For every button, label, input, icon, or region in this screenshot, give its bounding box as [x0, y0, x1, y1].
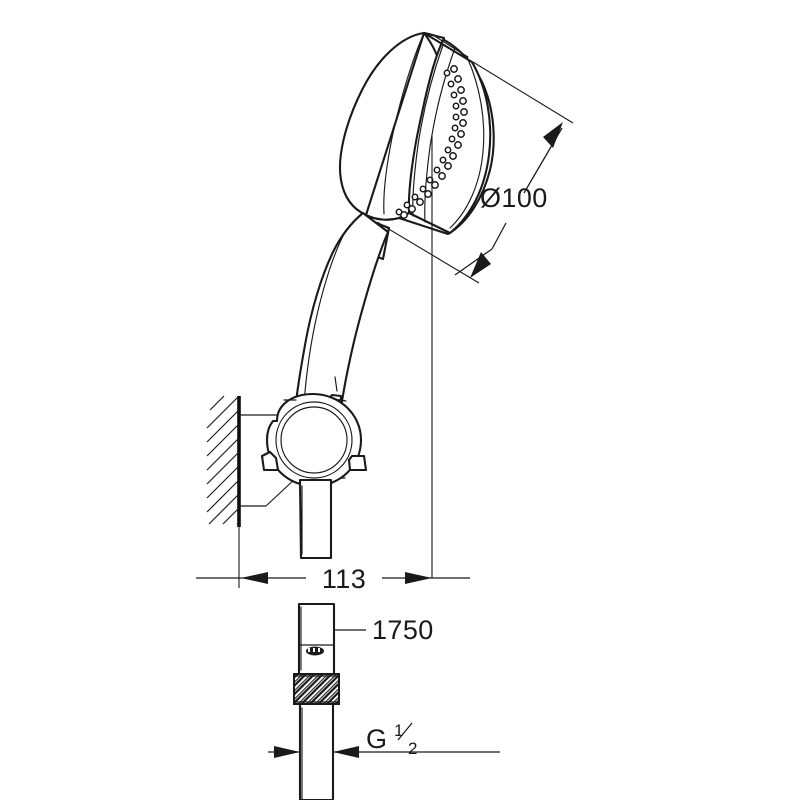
diam-arrow-top	[543, 122, 563, 148]
dim113-arrow-left	[241, 572, 268, 584]
thread-label-denominator: 2	[408, 739, 417, 758]
dimension-thread-size: G 1 2	[268, 712, 500, 762]
face-rim-line-d	[449, 56, 485, 229]
bracket-arm-bottom	[238, 477, 297, 507]
spray-nozzle-ring	[395, 65, 468, 219]
holder-ring-inner	[275, 401, 353, 479]
knurled-nut-body	[293, 673, 340, 705]
diam-dimension-label: Ø100	[480, 183, 548, 213]
holder-top-notch-right	[333, 398, 347, 402]
wall-bracket	[238, 392, 368, 507]
handle-seam-mark	[334, 376, 338, 392]
face-rim-line-a	[435, 36, 469, 58]
holder-lug-right	[347, 454, 368, 472]
thread-label-prefix: G	[366, 724, 387, 754]
thread-label-group: G 1 2	[366, 721, 417, 758]
shower-head-profile-line	[383, 32, 425, 215]
shower-hose	[293, 602, 340, 800]
hose-stub-body	[298, 478, 333, 560]
diam-dim-line-lower	[454, 248, 493, 276]
diam-ext-line-top	[472, 61, 574, 124]
thread-arrow-right	[333, 746, 359, 758]
thread-label-numerator: 1	[394, 721, 403, 740]
dimension-hose-length: 1750	[334, 615, 434, 645]
diam-dim-line-mid	[491, 222, 507, 250]
shower-handle	[293, 211, 390, 417]
wall-hatching	[206, 395, 240, 525]
dimension-wall-projection: 113	[196, 564, 470, 594]
hose-upper-body	[297, 602, 336, 676]
dimension-head-diameter: Ø100	[376, 61, 574, 284]
shower-head	[338, 31, 495, 236]
dim113-arrow-right	[405, 572, 432, 584]
holder-ring-bore	[280, 406, 348, 474]
wall	[206, 395, 241, 527]
diam-arrow-bottom	[470, 252, 491, 278]
dim1750-label: 1750	[372, 615, 434, 645]
thread-arrow-left	[274, 746, 300, 758]
handle-body	[293, 211, 390, 417]
hose-marking	[306, 646, 324, 656]
thread-fraction-slash	[397, 722, 413, 741]
dim113-label: 113	[322, 564, 366, 594]
diam-ext-line-bottom	[376, 221, 480, 284]
hose-lower-body	[298, 702, 335, 800]
hose-stub	[298, 478, 333, 560]
handle-highlight-line	[303, 235, 344, 408]
holder-lug-left	[260, 450, 280, 472]
knurled-nut	[293, 673, 340, 705]
